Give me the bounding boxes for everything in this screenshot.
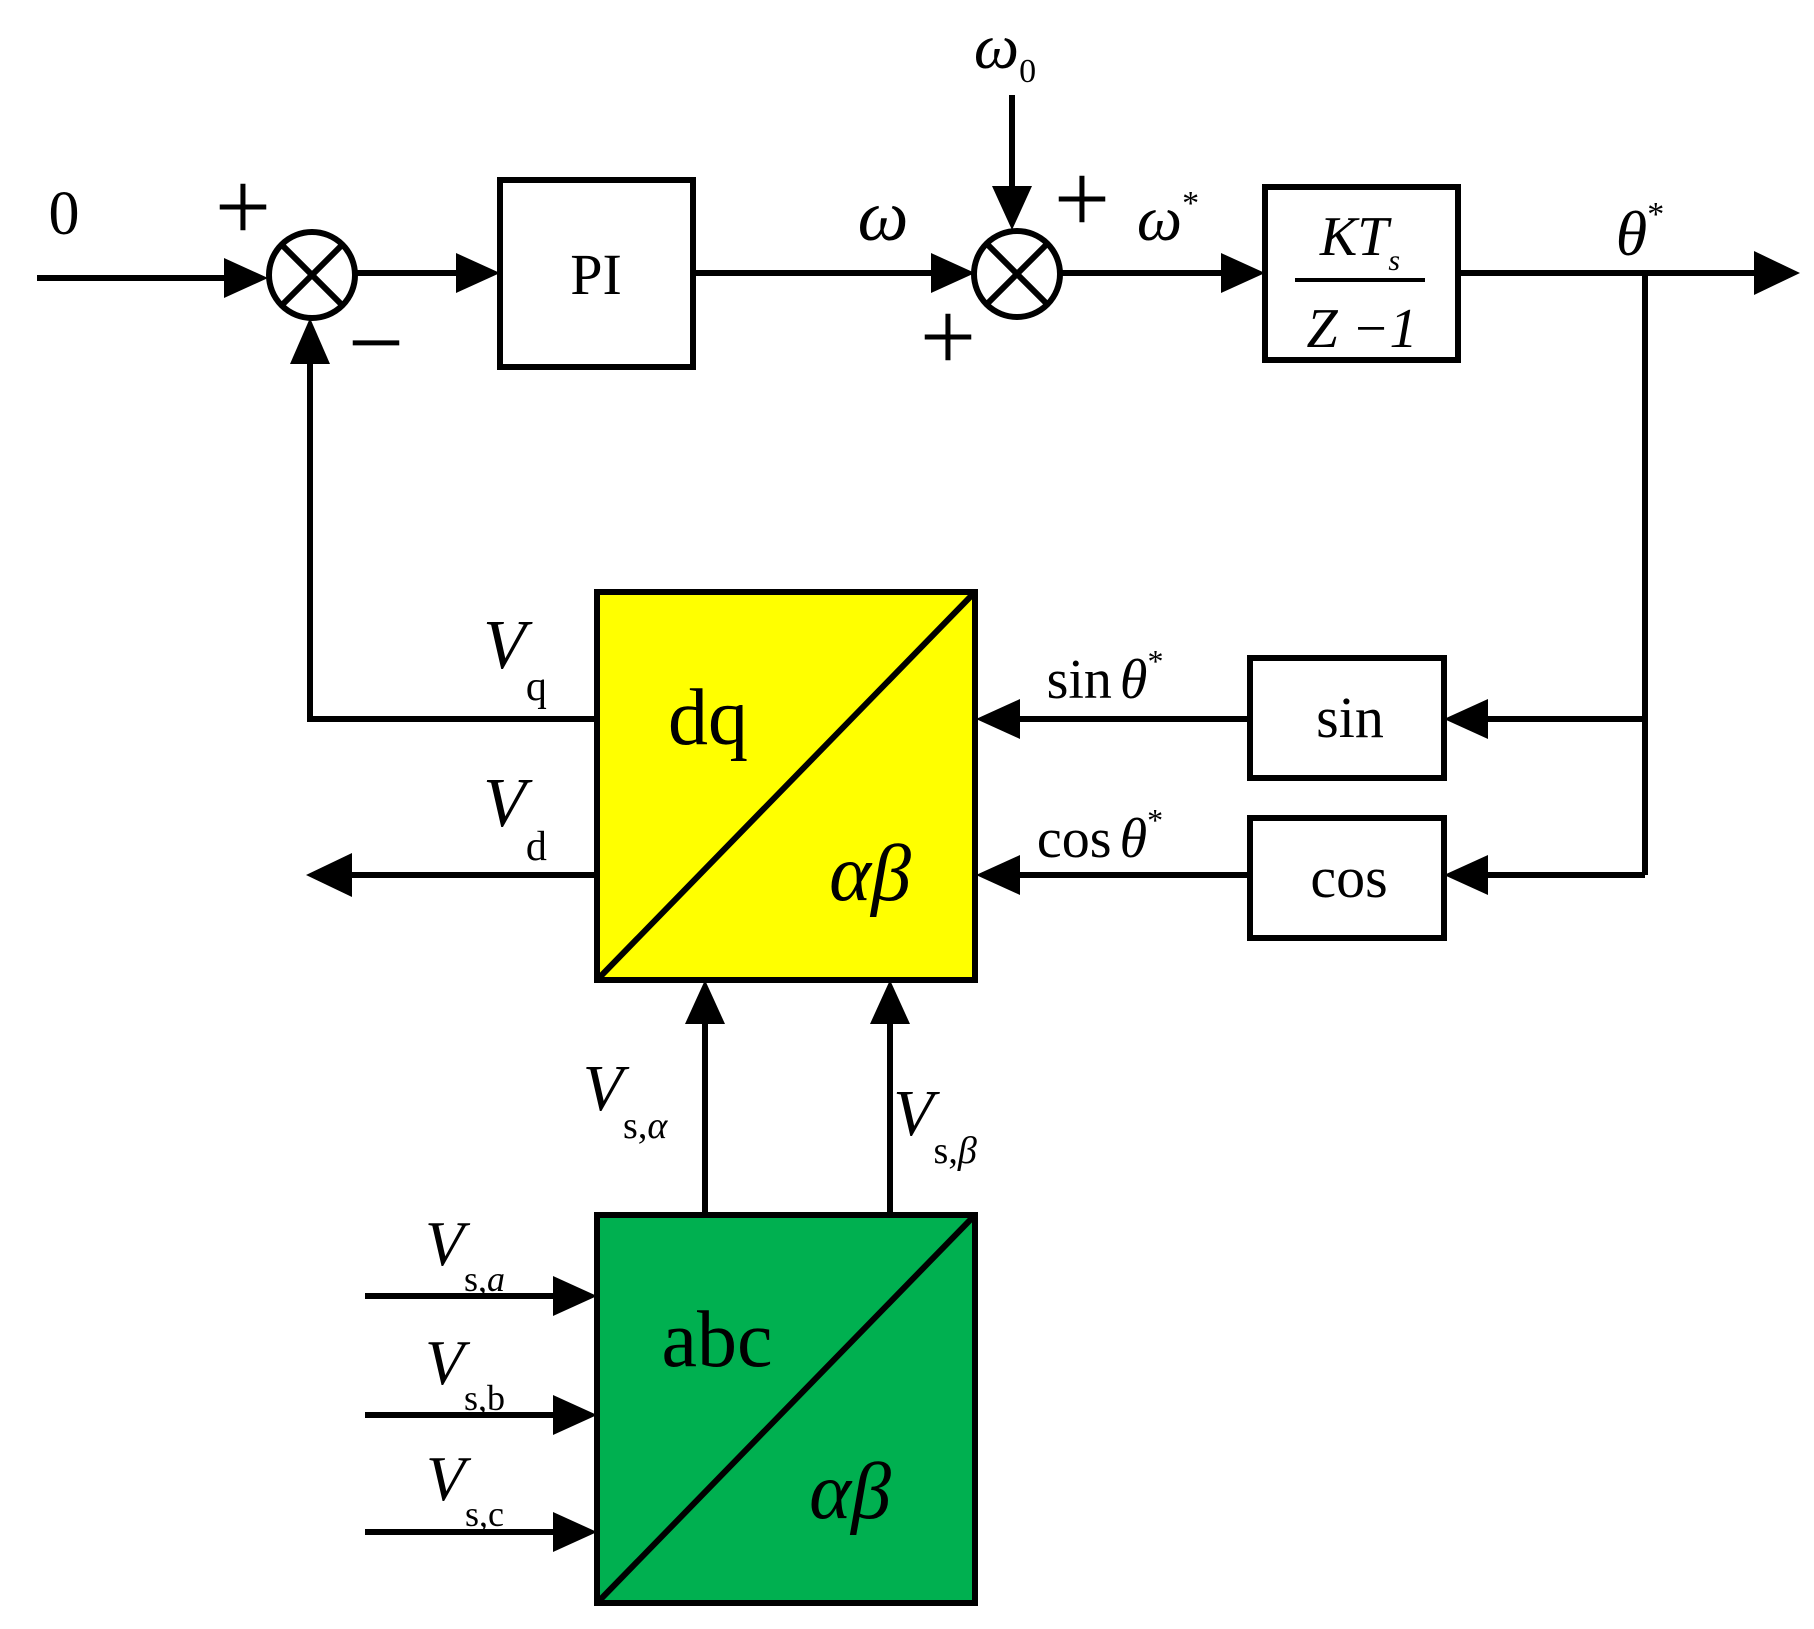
abc-block-top-label: abc: [661, 1296, 772, 1384]
vsa-subscript: s,a: [464, 1259, 505, 1299]
omega-star-label: ω*: [1137, 183, 1199, 254]
arrow-sin-into-dq: [976, 699, 1020, 739]
omega0-label: ω0: [974, 11, 1036, 90]
vd-label: Vd: [483, 765, 547, 870]
cos-block: [1247, 815, 1447, 941]
theta-star-superscript: *: [1647, 196, 1664, 233]
omega0-subscript: 0: [1019, 53, 1036, 90]
arrow-into-sin: [1444, 699, 1488, 739]
sum1-minus-sign: −: [348, 287, 404, 398]
vd-subscript: d: [526, 824, 547, 870]
omega-label: ω: [858, 176, 909, 256]
reference-input-label: 0: [49, 180, 80, 248]
vq-label: Vq: [483, 607, 547, 710]
summing-junction-2: [971, 228, 1063, 320]
arrow-into-sum2: [931, 253, 975, 293]
sin-block-label: sin: [1316, 685, 1384, 750]
vsc-subscript: s,c: [465, 1494, 504, 1534]
vs-alpha-label: Vs,α: [583, 1052, 669, 1147]
vs-alpha-subscript: s,α: [623, 1105, 668, 1147]
summing-junction-1: [266, 229, 358, 321]
vs-beta-subscript: s,β: [934, 1130, 977, 1172]
vq-subscript: q: [526, 664, 547, 710]
arrowheads: [224, 186, 1800, 1552]
abc-block-diagonal: [594, 1212, 978, 1606]
pi-block: [497, 177, 696, 370]
cos-block-label: cos: [1310, 845, 1387, 910]
arrow-vs-beta-into-dq: [870, 980, 910, 1024]
vsb-label: Vs,b: [425, 1327, 505, 1418]
arrow-theta-output: [1754, 251, 1800, 295]
sin-theta-star-superscript: *: [1147, 643, 1163, 679]
arrow-into-pi: [456, 253, 500, 293]
arrow-vsb-into-abc: [553, 1395, 597, 1435]
vs-beta-label: Vs,β: [893, 1077, 977, 1172]
arrow-vd-output: [306, 853, 352, 897]
arrow-cos-into-dq: [976, 855, 1020, 895]
arrow-omega0-into-sum2: [992, 186, 1032, 230]
integrator-denominator: Z −1: [1307, 298, 1418, 360]
vsc-label: Vs,c: [426, 1443, 504, 1534]
arrow-vsa-into-abc: [553, 1276, 597, 1316]
arrow-vsc-into-abc: [553, 1512, 597, 1552]
sum2-plus-top: +: [1054, 143, 1110, 254]
arrow-into-integrator: [1221, 253, 1265, 293]
omega-star-superscript: *: [1182, 185, 1199, 222]
pi-label: PI: [570, 242, 622, 307]
wire-vq-feedback: [307, 352, 597, 722]
integrator-numerator-subscript: s: [1388, 244, 1400, 277]
dq-block-bottom-label: αβ: [829, 830, 911, 918]
theta-star-label: θ*: [1616, 196, 1664, 269]
arrow-into-sum1: [224, 258, 268, 298]
dq-block-top-label: dq: [668, 674, 748, 762]
sum2-plus-bottom: +: [920, 281, 976, 392]
sin-block: [1247, 655, 1447, 781]
dq-block-diagonal: [594, 589, 978, 983]
arrow-into-sum1-feedback: [290, 318, 330, 364]
abc-block-bottom-label: αβ: [809, 1448, 891, 1536]
integrator-block: [1262, 184, 1461, 363]
wires: [37, 95, 1755, 1535]
cos-theta-star-superscript: *: [1147, 802, 1163, 838]
vsa-label: Vs,a: [425, 1208, 505, 1299]
sum1-plus-sign: +: [215, 151, 271, 262]
integrator-numerator: KTs: [1319, 206, 1400, 277]
vsb-subscript: s,b: [464, 1378, 505, 1418]
arrow-vs-alpha-into-dq: [685, 980, 725, 1024]
arrow-into-cos: [1444, 855, 1488, 895]
